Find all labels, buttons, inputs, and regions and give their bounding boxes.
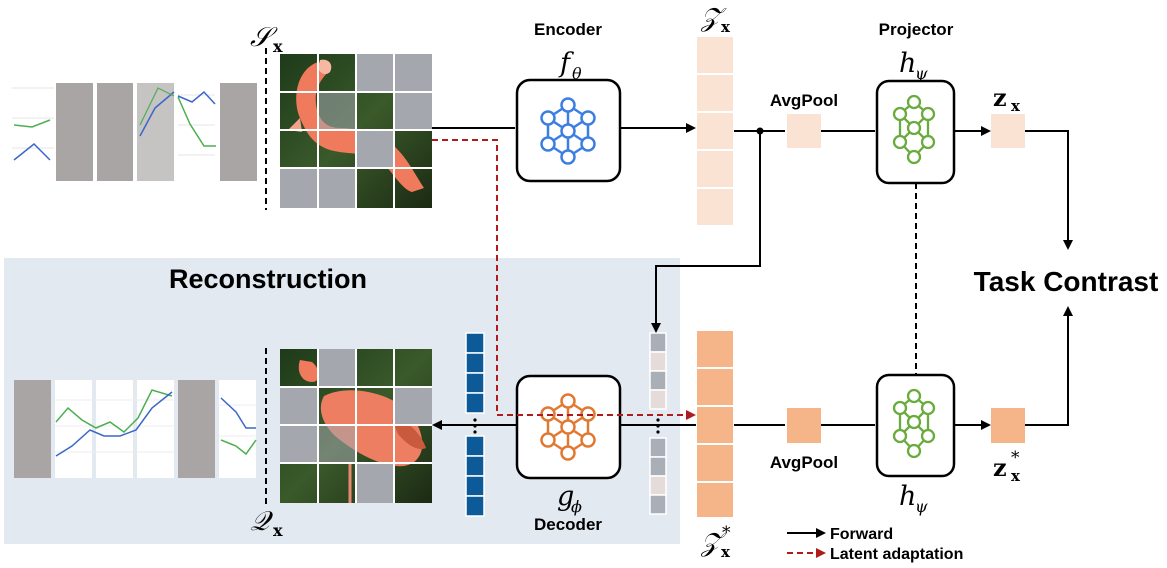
encoder-label: Encoder (534, 20, 602, 39)
svg-text:*: * (1011, 448, 1020, 468)
svg-text:𝐱: 𝐱 (721, 543, 731, 561)
decoder-input-tokens (649, 332, 667, 515)
legend-forward-label: Forward (830, 526, 893, 543)
z-top-token (991, 114, 1025, 148)
svg-text:𝐱: 𝐱 (1011, 97, 1021, 115)
z-bottom-token (991, 408, 1025, 443)
query-image (280, 349, 432, 503)
svg-text:𝐱: 𝐱 (273, 521, 283, 540)
svg-text:𝐱: 𝐱 (721, 18, 731, 36)
z-bottom-label: 𝐳 𝐱 * (993, 448, 1021, 485)
query-timeseries (14, 380, 257, 478)
projector-top-symbol: h ψ (899, 48, 928, 83)
latent-top-label: 𝒵 𝐱 (700, 3, 731, 36)
neural-network-icon (540, 97, 596, 165)
support-set-label: 𝒮 𝐱 (250, 22, 283, 56)
avgpool-top-label: AvgPool (770, 91, 838, 110)
projector-top-network-icon (892, 94, 936, 165)
svg-text:θ: θ (572, 64, 582, 83)
panel-title: Reconstruction (169, 264, 367, 294)
projector-bottom-symbol: h ψ (899, 481, 928, 516)
svg-text:h: h (899, 481, 916, 512)
avgpool-bottom-token (787, 408, 821, 443)
latent-top-column (695, 35, 735, 227)
latent-bottom-column (695, 329, 735, 519)
support-image (280, 54, 432, 208)
branch-point (756, 127, 764, 135)
legend: Forward Latent adaptation (787, 526, 963, 563)
projector-label: Projector (879, 20, 954, 39)
svg-text:ψ: ψ (915, 497, 928, 516)
svg-text:ψ: ψ (915, 64, 928, 83)
decoder-label: Decoder (534, 515, 602, 534)
svg-text:*: * (722, 523, 731, 543)
task-contrast-label: Task Contrast (974, 266, 1159, 297)
latent-bottom-label: 𝒵 𝐱 * (700, 523, 731, 561)
decoder-symbol: g ϕ (557, 481, 582, 516)
svg-text:𝐱: 𝐱 (1011, 467, 1021, 485)
forward-arrows (432, 123, 1073, 430)
legend-adaptation-label: Latent adaptation (830, 546, 963, 563)
svg-text:𝐳: 𝐳 (993, 453, 1007, 482)
latent-adaptation-arrow (432, 139, 696, 420)
avgpool-top-token (787, 114, 821, 148)
svg-text:g: g (557, 481, 574, 512)
avgpool-bottom-label: AvgPool (770, 453, 838, 472)
svg-text:h: h (899, 48, 916, 79)
decoder-output-tokens (465, 332, 485, 517)
support-timeseries (12, 83, 257, 181)
svg-text:𝐳: 𝐳 (993, 83, 1007, 112)
z-top-label: 𝐳 𝐱 (993, 83, 1021, 115)
svg-text:ϕ: ϕ (571, 497, 582, 516)
projector-bottom-network-icon (892, 388, 936, 459)
neural-network-icon (540, 393, 596, 461)
encoder-symbol: f θ (558, 48, 582, 83)
svg-text:𝐱: 𝐱 (273, 37, 283, 56)
